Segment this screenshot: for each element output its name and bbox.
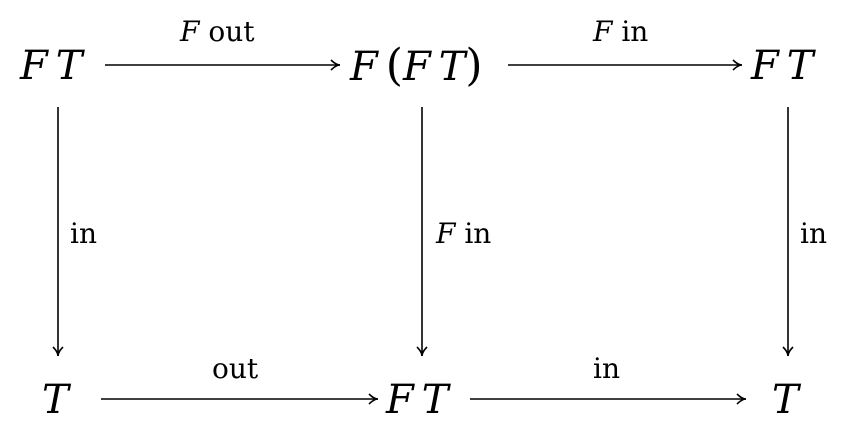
- label-text: in: [621, 15, 649, 48]
- node-top-left: F T: [20, 46, 82, 86]
- label-text: out: [208, 15, 255, 48]
- node-bottom-right: T: [772, 380, 799, 420]
- label-top-middle-to-top-right: F in: [593, 18, 648, 46]
- label-func: F: [436, 217, 456, 250]
- label-func: F: [593, 15, 613, 48]
- node-bottom-middle-func: F: [386, 377, 414, 423]
- node-bottom-middle-arg: T: [421, 377, 449, 423]
- node-top-middle: F (F T): [350, 44, 483, 88]
- label-func: F: [180, 15, 200, 48]
- label-text: in: [464, 217, 492, 250]
- node-top-left-func: F: [20, 43, 48, 89]
- node-bottom-left: T: [42, 380, 69, 420]
- node-bottom-left-arg: T: [42, 377, 69, 423]
- node-top-right: F T: [751, 46, 813, 86]
- node-top-middle-close-paren: ): [465, 40, 483, 91]
- label-top-left-to-bottom-left: in: [70, 220, 97, 248]
- node-top-middle-arg: T: [438, 44, 466, 90]
- node-top-right-func: F: [751, 43, 779, 89]
- label-bottom-middle-to-bottom-right: in: [593, 355, 620, 383]
- node-top-middle-outer: F: [350, 44, 378, 90]
- node-top-middle-func: F: [402, 44, 431, 90]
- node-top-left-arg: T: [55, 43, 83, 89]
- label-top-middle-to-bottom-middle: F in: [436, 220, 491, 248]
- node-top-right-arg: T: [786, 43, 814, 89]
- label-text: in: [70, 217, 97, 250]
- label-top-left-to-top-middle: F out: [180, 18, 255, 46]
- label-text: in: [593, 352, 620, 385]
- node-bottom-right-arg: T: [772, 377, 799, 423]
- label-text: out: [212, 352, 259, 385]
- node-bottom-middle: F T: [386, 380, 448, 420]
- node-top-middle-open-paren: (: [385, 40, 403, 91]
- label-text: in: [800, 217, 827, 250]
- label-bottom-left-to-bottom-middle: out: [212, 355, 258, 383]
- label-top-right-to-bottom-right: in: [800, 220, 827, 248]
